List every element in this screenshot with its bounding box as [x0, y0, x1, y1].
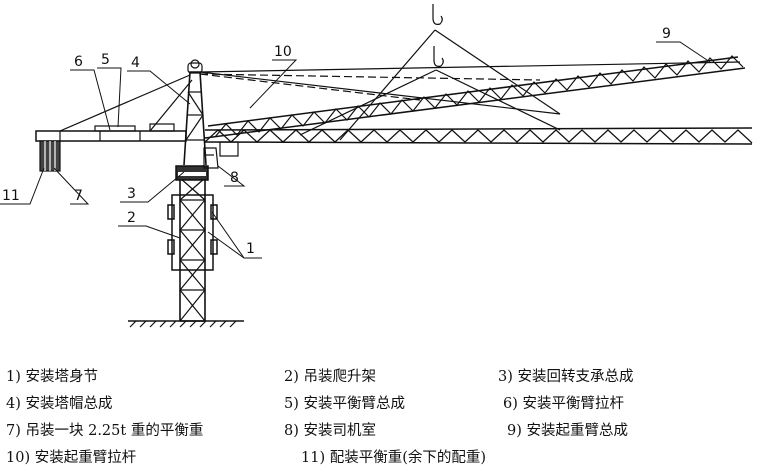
legend-item-3: 3) 安装回转支承总成	[498, 369, 634, 385]
ground	[128, 320, 244, 328]
legend-item-4: 4) 安装塔帽总成	[6, 396, 113, 412]
legend-item-9: 9) 安装起重臂总成	[507, 423, 628, 439]
callout-labels: 1 2 3 4 5 6 7 8 9 10 11	[2, 26, 671, 257]
legend-item-7: 7) 吊装一块 2.25t 重的平衡重	[6, 423, 204, 439]
callout-8: 8	[230, 170, 239, 186]
legend-item-11: 11) 配装平衡重(余下的配重)	[301, 450, 487, 466]
jib-tie-bars	[199, 61, 741, 115]
climbing-frame	[167, 194, 218, 271]
legend-item-10: 10) 安装起重臂拉杆	[6, 450, 137, 466]
slewing-unit	[175, 165, 209, 181]
callout-11: 11	[2, 188, 20, 204]
assembly-step-legend: 1) 安装塔身节 2) 吊装爬升架 3) 安装回转支承总成 4) 安装塔帽总成 …	[0, 364, 760, 476]
callout-5: 5	[101, 52, 110, 68]
jib-raised	[204, 55, 746, 139]
operator-cab	[203, 147, 219, 169]
callout-3: 3	[127, 186, 136, 202]
leader-lines	[0, 41, 711, 259]
counter-jib	[35, 123, 187, 172]
jib-horizontal	[204, 127, 753, 157]
hook-upper	[339, 4, 561, 141]
hook-lower	[299, 46, 561, 136]
tower-crane-assembly-drawing: 1 2 3 4 5 6 7 8 9 10 11	[0, 4, 753, 328]
callout-9: 9	[662, 26, 671, 42]
legend-item-8: 8) 安装司机室	[284, 423, 376, 439]
counter-jib-tie-bars	[59, 74, 193, 132]
callout-6: 6	[74, 54, 83, 70]
callout-7: 7	[74, 188, 83, 204]
legend-item-2: 2) 吊装爬升架	[284, 369, 376, 385]
legend-item-6: 6) 安装平衡臂拉杆	[503, 396, 624, 412]
callout-2: 2	[127, 210, 136, 226]
legend-item-5: 5) 安装平衡臂总成	[284, 396, 405, 412]
callout-10: 10	[274, 44, 292, 60]
tower-head	[183, 59, 207, 166]
tower-mast	[179, 177, 206, 322]
callout-4: 4	[131, 55, 140, 71]
callout-1: 1	[246, 241, 255, 257]
legend-item-1: 1) 安装塔身节	[6, 369, 98, 385]
